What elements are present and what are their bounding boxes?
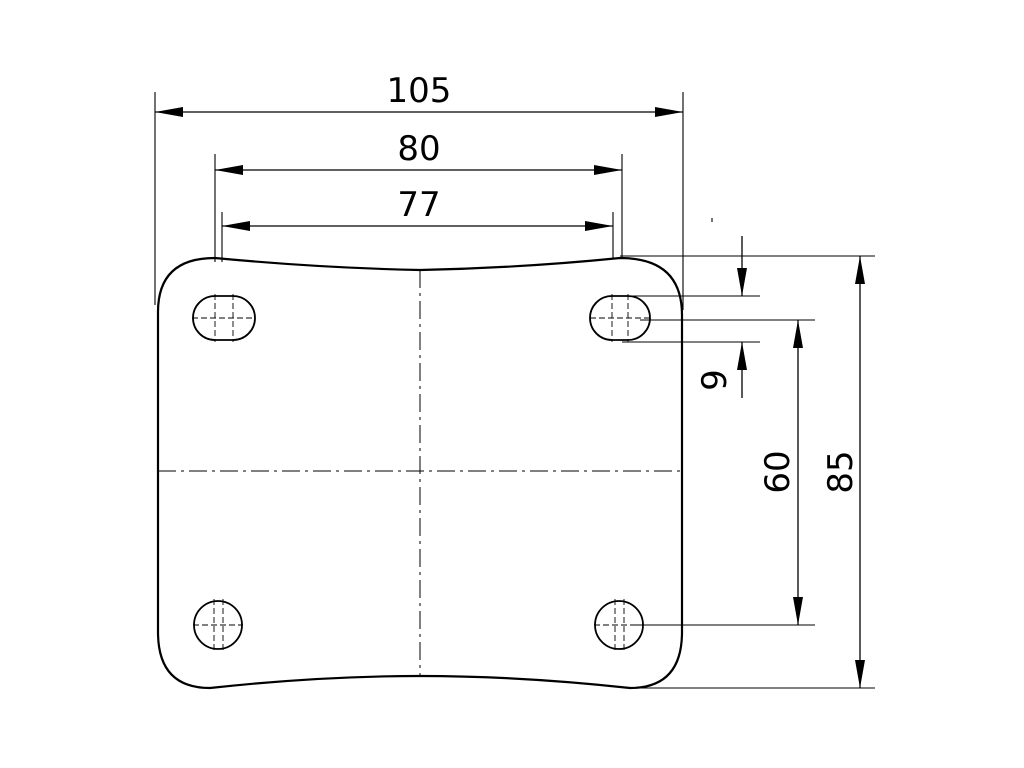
dimension-85: 85 (821, 256, 865, 688)
dimension-105: 105 (155, 71, 683, 117)
mounting-hole-top-left (192, 294, 256, 342)
dimension-label-80: 80 (397, 129, 440, 169)
dimension-77: 77 (222, 185, 613, 231)
dimension-label-77: 77 (397, 185, 440, 225)
dimension-60: 60 (758, 320, 803, 625)
dimension-label-105: 105 (387, 71, 452, 111)
dimension-label-60: 60 (758, 450, 798, 493)
dimension-label-85: 85 (821, 450, 861, 493)
dimension-label-9: 9 (695, 369, 735, 391)
mounting-hole-top-right (589, 294, 651, 342)
mounting-hole-bottom-left (193, 599, 243, 651)
plate-outline (156, 256, 684, 690)
dimension-9: 9 (695, 236, 747, 398)
dimension-80: 80 (215, 129, 622, 175)
